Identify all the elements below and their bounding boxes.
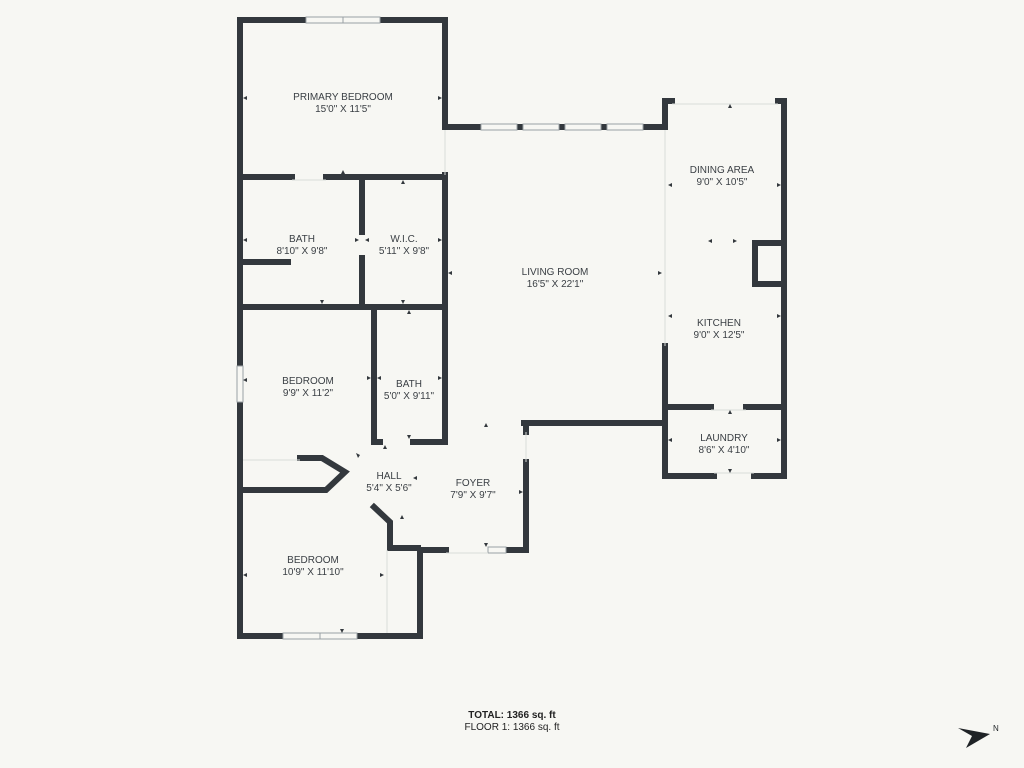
room-name-bath-1: BATH: [289, 234, 315, 245]
window-foyer: [487, 546, 507, 554]
wall-dining-east: [662, 98, 787, 479]
room-dims-bedroom-2: 10'9" X 11'10": [282, 567, 344, 578]
room-labels: PRIMARY BEDROOM 15'0" X 11'5" BATH 8'10"…: [277, 92, 755, 578]
room-dims-kitchen: 9'0" X 12'5": [694, 330, 745, 341]
room-name-foyer: FOYER: [456, 478, 490, 489]
north-label: N: [993, 724, 999, 733]
north-arrow-icon: N: [958, 724, 999, 748]
room-name-hall: HALL: [376, 471, 401, 482]
room-name-dining-area: DINING AREA: [690, 165, 755, 176]
room-name-bedroom-2: BEDROOM: [287, 555, 339, 566]
wall-living-top: [442, 98, 668, 130]
room-name-primary-bedroom: PRIMARY BEDROOM: [293, 92, 393, 103]
room-dims-laundry: 8'6" X 4'10": [699, 445, 750, 456]
wall-bath-east: [410, 172, 448, 445]
room-dims-primary-bedroom: 15'0" X 11'5": [315, 104, 371, 115]
room-dims-dining-area: 9'0" X 10'5": [697, 177, 748, 188]
room-name-wic: W.I.C.: [390, 234, 417, 245]
window-living-2: [522, 123, 560, 131]
room-dims-living-room: 16'5" X 22'1": [527, 279, 584, 290]
room-dims-bedroom-1: 9'9" X 11'2": [283, 388, 334, 399]
wall-kitchen-notch: [752, 240, 787, 287]
room-dims-wic: 5'11" X 9'8": [379, 246, 430, 257]
window-living-1: [480, 123, 518, 131]
window-living-3: [564, 123, 602, 131]
walls: [237, 17, 787, 639]
wall-hall-angle: [369, 502, 421, 551]
wall-laundry: [662, 343, 787, 479]
room-dims-hall: 5'4" X 5'6": [366, 483, 412, 494]
wall-bedroom-divider: [371, 304, 383, 445]
wall-foyer-bottom: [237, 547, 449, 639]
room-name-bath-2: BATH: [396, 379, 422, 390]
windows: [236, 16, 644, 640]
dimension-ticks: [243, 96, 781, 633]
room-name-kitchen: KITCHEN: [697, 318, 741, 329]
window-bedroom-west: [236, 365, 244, 403]
wall-living-bottom: [506, 420, 668, 553]
door-openings: [243, 103, 778, 633]
room-dims-foyer: 7'9" X 9'7": [450, 490, 496, 501]
room-name-laundry: LAUNDRY: [700, 433, 748, 444]
room-dims-bath-2: 5'0" X 9'11": [384, 391, 435, 402]
total-area: TOTAL: 1366 sq. ft: [468, 710, 556, 721]
area-summary: TOTAL: 1366 sq. ft FLOOR 1: 1366 sq. ft: [464, 710, 559, 733]
room-name-living-room: LIVING ROOM: [522, 267, 589, 278]
window-living-4: [606, 123, 644, 131]
room-dims-bath-1: 8'10" X 9'8": [277, 246, 328, 257]
floor-1-area: FLOOR 1: 1366 sq. ft: [464, 722, 559, 733]
room-name-bedroom-1: BEDROOM: [282, 376, 334, 387]
wall-closet: [237, 455, 350, 493]
